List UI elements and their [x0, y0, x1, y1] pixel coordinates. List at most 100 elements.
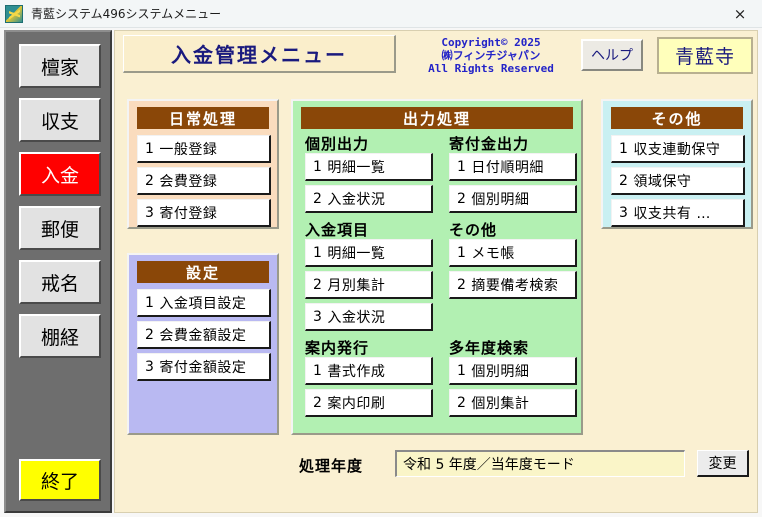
item-label: メモ帳 — [471, 245, 515, 262]
menu-item-donation-date-order-detail[interactable]: 1 日付順明細 — [449, 153, 577, 181]
menu-item-multiyear-individual-detail[interactable]: 1 個別明細 — [449, 357, 577, 385]
item-number: 1 — [145, 140, 155, 157]
copyright-notice: Copyright© 2025 ㈱フィンチジャパン All Rights Res… — [403, 36, 579, 75]
item-label: 明細一覧 — [327, 245, 386, 262]
menu-item-balance-sharing[interactable]: 3 収支共有 … — [611, 199, 745, 227]
item-label: 月別集計 — [327, 277, 386, 294]
copyright-line-1: Copyright© 2025 — [441, 36, 541, 49]
item-label: 入金項目設定 — [159, 295, 247, 312]
item-number: 2 — [313, 276, 323, 293]
processing-year-label: 処理年度 — [299, 457, 364, 475]
sidebar: 檀家 収支 入金 郵便 戒名 棚経 終了 — [4, 30, 112, 513]
group-label-payment-categories: 入金項目 — [305, 221, 370, 239]
panel-daily-processing: 日常処理 1 一般登録 2 会費登録 3 寄付登録 — [127, 99, 279, 229]
item-label: 書式作成 — [327, 363, 386, 380]
item-label: 日付順明細 — [471, 159, 544, 176]
panel-title-settings: 設定 — [137, 261, 269, 283]
sidebar-item-nyukin[interactable]: 入金 — [19, 152, 101, 196]
menu-item-donation-amount-settings[interactable]: 3 寄付金額設定 — [137, 353, 271, 381]
group-label-multiyear-search: 多年度検索 — [449, 339, 530, 357]
menu-item-form-creation[interactable]: 1 書式作成 — [305, 357, 433, 385]
group-label-output-misc: その他 — [449, 221, 498, 239]
item-number: 2 — [457, 276, 467, 293]
menu-item-memo-pad[interactable]: 1 メモ帳 — [449, 239, 577, 267]
menu-item-multiyear-individual-summary[interactable]: 2 個別集計 — [449, 389, 577, 417]
item-number: 3 — [145, 204, 155, 221]
item-number: 1 — [313, 158, 323, 175]
item-number: 2 — [313, 394, 323, 411]
exit-button[interactable]: 終了 — [19, 459, 101, 501]
group-label-individual-output: 個別出力 — [305, 135, 370, 153]
menu-item-notice-printing[interactable]: 2 案内印刷 — [305, 389, 433, 417]
panel-title-daily: 日常処理 — [137, 107, 269, 129]
menu-item-individual-payment-status[interactable]: 2 入金状況 — [305, 185, 433, 213]
page-title: 入金管理メニュー — [123, 35, 396, 73]
panel-title-misc: その他 — [611, 107, 743, 129]
temple-name-badge: 青藍寺 — [657, 37, 753, 74]
item-label: 個別明細 — [471, 363, 530, 380]
item-number: 2 — [457, 394, 467, 411]
menu-item-donation-registration[interactable]: 3 寄付登録 — [137, 199, 271, 227]
item-label: 一般登録 — [159, 141, 218, 158]
copyright-line-2: ㈱フィンチジャパン — [441, 49, 541, 62]
menu-item-category-payment-status[interactable]: 3 入金状況 — [305, 303, 433, 331]
menu-item-membership-fee-registration[interactable]: 2 会費登録 — [137, 167, 271, 195]
item-number: 2 — [145, 172, 155, 189]
group-label-donation-output: 寄付金出力 — [449, 135, 530, 153]
item-label: 個別明細 — [471, 191, 530, 208]
item-number: 1 — [457, 362, 467, 379]
menu-item-fee-amount-settings[interactable]: 2 会費金額設定 — [137, 321, 271, 349]
processing-year-field[interactable]: 令和 5 年度／当年度モード — [395, 450, 685, 477]
sidebar-item-kaimyo[interactable]: 戒名 — [19, 260, 101, 304]
item-number: 2 — [619, 172, 629, 189]
panel-misc: その他 1 収支連動保守 2 領域保守 3 収支共有 … — [601, 99, 753, 229]
sidebar-item-yubin[interactable]: 郵便 — [19, 206, 101, 250]
item-number: 2 — [313, 190, 323, 207]
menu-item-balance-link-maintenance[interactable]: 1 収支連動保守 — [611, 135, 745, 163]
menu-item-general-registration[interactable]: 1 一般登録 — [137, 135, 271, 163]
item-label: 明細一覧 — [327, 159, 386, 176]
item-label: 収支連動保守 — [633, 141, 721, 158]
item-number: 1 — [145, 294, 155, 311]
close-icon[interactable]: × — [733, 4, 747, 23]
menu-item-remarks-search[interactable]: 2 摘要備考検索 — [449, 271, 577, 299]
item-number: 1 — [313, 244, 323, 261]
menu-item-area-maintenance[interactable]: 2 領域保守 — [611, 167, 745, 195]
item-label: 個別集計 — [471, 395, 530, 412]
sidebar-item-tanagyo[interactable]: 棚経 — [19, 314, 101, 358]
window-title: 青藍システム496システムメニュー — [31, 7, 222, 21]
content-area: 入金管理メニュー Copyright© 2025 ㈱フィンチジャパン All R… — [114, 30, 758, 513]
help-button[interactable]: ヘルプ — [581, 39, 643, 71]
sidebar-item-shushi[interactable]: 収支 — [19, 98, 101, 142]
menu-item-individual-detail-list[interactable]: 1 明細一覧 — [305, 153, 433, 181]
item-label: 領域保守 — [633, 173, 692, 190]
item-number: 3 — [619, 204, 629, 221]
panel-output-processing: 出力処理 個別出力 1 明細一覧 2 入金状況 寄付金出力 1 日付順明細 2 … — [291, 99, 583, 435]
copyright-line-3: All Rights Reserved — [428, 62, 554, 75]
item-label: 入金状況 — [327, 191, 386, 208]
finch-bird-icon — [5, 4, 23, 23]
item-label: 寄付登録 — [159, 205, 218, 222]
change-year-button[interactable]: 変更 — [697, 450, 749, 477]
item-label: 案内印刷 — [327, 395, 386, 412]
item-number: 2 — [145, 326, 155, 343]
menu-item-monthly-summary[interactable]: 2 月別集計 — [305, 271, 433, 299]
menu-item-payment-category-settings[interactable]: 1 入金項目設定 — [137, 289, 271, 317]
title-bar: 青藍システム496システムメニュー × — [0, 0, 762, 28]
item-label: 収支共有 … — [633, 205, 711, 222]
item-number: 3 — [313, 308, 323, 325]
item-number: 1 — [457, 244, 467, 261]
item-number: 1 — [457, 158, 467, 175]
item-number: 1 — [619, 140, 629, 157]
item-number: 3 — [145, 358, 155, 375]
menu-item-category-detail-list[interactable]: 1 明細一覧 — [305, 239, 433, 267]
group-label-notice-issuance: 案内発行 — [305, 339, 370, 357]
sidebar-item-danka[interactable]: 檀家 — [19, 44, 101, 88]
menu-item-donation-individual-detail[interactable]: 2 個別明細 — [449, 185, 577, 213]
panel-settings: 設定 1 入金項目設定 2 会費金額設定 3 寄付金額設定 — [127, 253, 279, 435]
item-label: 摘要備考検索 — [471, 277, 559, 294]
item-number: 1 — [313, 362, 323, 379]
item-label: 会費登録 — [159, 173, 218, 190]
item-label: 会費金額設定 — [159, 327, 247, 344]
